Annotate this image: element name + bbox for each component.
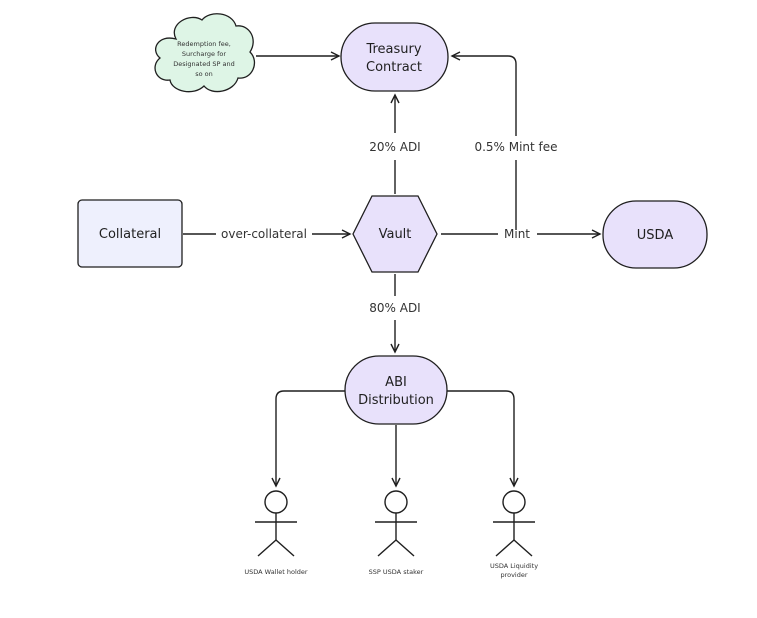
usda-shape <box>602 200 708 269</box>
cloud-line-4: so on <box>195 70 213 78</box>
treasury-line-1: Treasury <box>365 42 421 57</box>
edge-label-mint: Mint <box>504 227 530 241</box>
cloud-shape <box>154 13 255 93</box>
vault-node: Vault <box>352 195 438 273</box>
collateral-shape <box>77 199 183 268</box>
abi-distribution-node: ABI Distribution <box>344 355 448 425</box>
edge-label-over-collateral: over-collateral <box>221 227 307 241</box>
edge-abi-to-actor-3 <box>447 390 519 488</box>
cloud-line-3: Designated SP and <box>173 60 235 68</box>
edge-mint-fee-upper <box>450 51 517 136</box>
actor-figure-icon <box>255 490 297 557</box>
edge-label-80-adi: 80% ADI <box>369 301 420 315</box>
treasury-shape <box>340 22 449 92</box>
edge-label-20-adi: 20% ADI <box>369 140 420 154</box>
collateral-label: Collateral <box>99 227 161 242</box>
actor-liquidity-provider: USDA Liquidity provider <box>490 490 538 579</box>
usda-node: USDA <box>602 200 708 269</box>
abi-line-2: Distribution <box>358 393 434 408</box>
actor-3-label-line-1: USDA Liquidity <box>490 562 538 570</box>
collateral-node: Collateral <box>77 199 183 268</box>
abi-line-1: ABI <box>385 375 407 390</box>
cloud-node: Redemption fee, Surcharge for Designated… <box>154 13 255 93</box>
treasury-contract-node: Treasury Contract <box>340 22 449 92</box>
edge-abi-to-actor-1 <box>271 390 345 488</box>
actor-wallet-holder: USDA Wallet holder <box>244 490 308 576</box>
actor-figure-icon <box>493 490 535 557</box>
actor-1-label: USDA Wallet holder <box>244 568 308 576</box>
actor-2-label: SSP USDA staker <box>369 568 424 576</box>
actor-figure-icon <box>375 490 417 557</box>
abi-shape <box>344 355 448 425</box>
treasury-line-2: Contract <box>366 60 422 75</box>
usda-label: USDA <box>637 228 674 243</box>
cloud-line-2: Surcharge for <box>182 50 226 58</box>
actor-3-label-line-2: provider <box>500 571 527 579</box>
vault-label: Vault <box>379 227 412 242</box>
actor-ssp-staker: SSP USDA staker <box>369 490 424 576</box>
vault-shape <box>352 195 438 273</box>
cloud-line-1: Redemption fee, <box>177 40 231 48</box>
edge-label-mint-fee: 0.5% Mint fee <box>474 140 557 154</box>
